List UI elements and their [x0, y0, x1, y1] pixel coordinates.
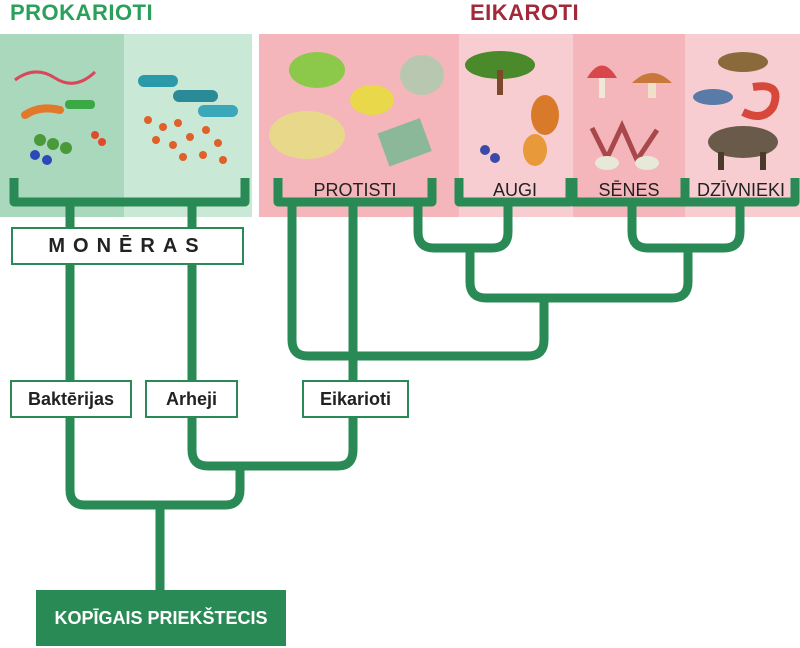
arheji-label: Arheji — [145, 380, 238, 418]
eikarioti-label: Eikarioti — [302, 380, 409, 418]
eikaroti-header: EIKAROTI — [470, 0, 580, 25]
augi-label: AUGI — [492, 179, 537, 200]
fungi-illustration — [587, 65, 672, 170]
prokarioti-header: PROKARIOTI — [10, 0, 154, 25]
root-ancestor-label: KOPĪGAIS PRIEKŠTECIS — [36, 590, 286, 646]
dzivnieki-label: DZĪVNIEKI — [696, 179, 785, 200]
bacteria-panel — [0, 34, 124, 217]
moneras-label: MONĒRAS — [11, 227, 244, 265]
protists-illustration — [269, 52, 444, 167]
senes-label: SĒNES — [598, 179, 660, 200]
archaea-illustration — [138, 75, 238, 164]
bakterijas-label: Baktērijas — [10, 380, 132, 418]
fungi-panel — [573, 34, 685, 217]
archaea-panel — [124, 34, 252, 217]
bacteria-illustration — [14, 70, 106, 165]
animals-illustration — [693, 52, 780, 170]
protisti-label: PROTISTI — [313, 179, 397, 200]
plants-illustration — [465, 51, 559, 166]
